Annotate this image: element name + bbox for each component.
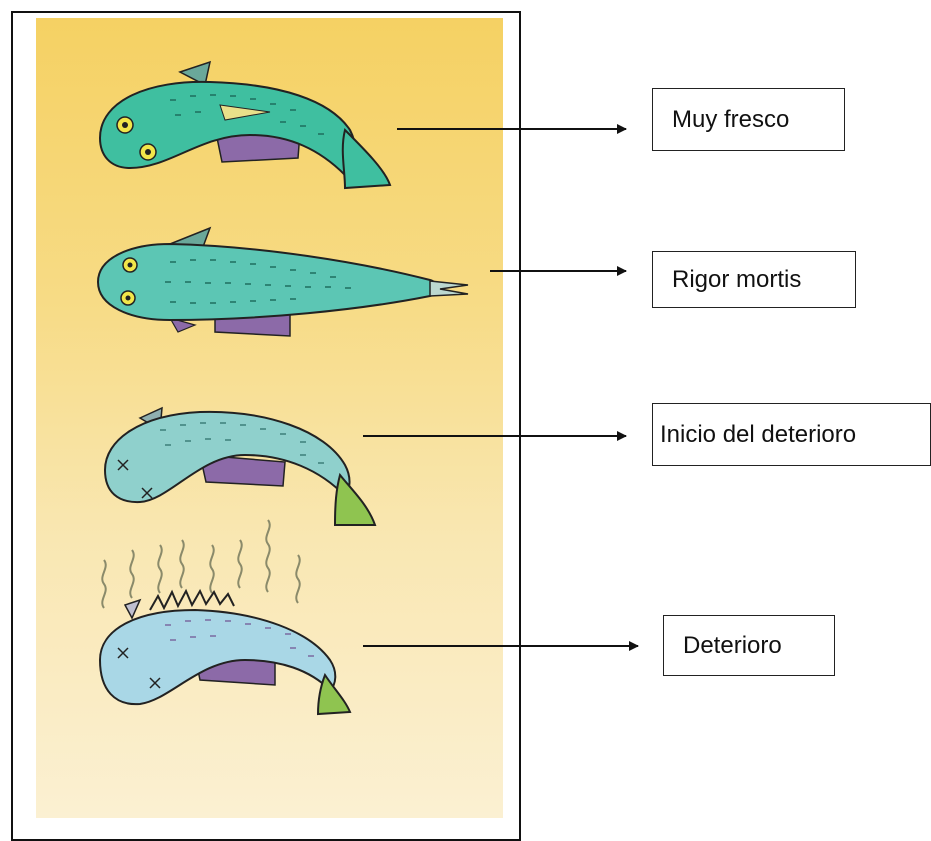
label-rigor-mortis: Rigor mortis [652,251,856,308]
fish-rigor-mortis [98,228,468,336]
fish-tail [343,130,390,188]
label-deterioro: Deterioro [663,615,835,676]
fish-early-spoilage [105,408,375,525]
fish-spoiled [100,520,350,714]
label-inicio-del-deterioro: Inicio del deterioro [652,403,931,466]
fish-tail [430,281,468,296]
fish-fresh [100,62,390,188]
fish-tail [335,475,375,525]
label-muy-fresco: Muy fresco [652,88,845,151]
